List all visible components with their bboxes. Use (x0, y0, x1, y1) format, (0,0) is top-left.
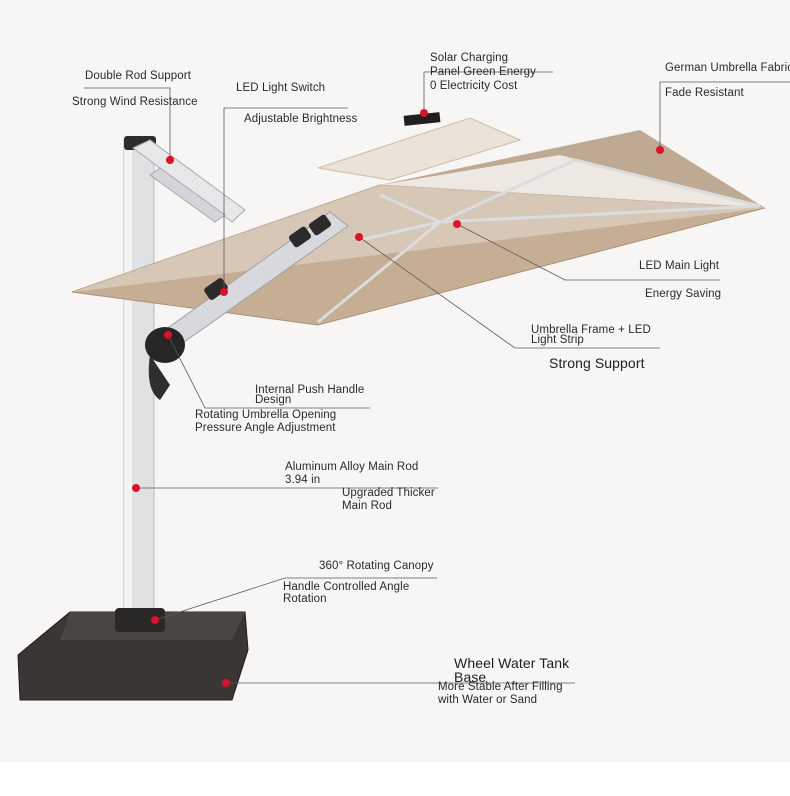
main-pole (123, 136, 156, 621)
callout-push-handle-line2: Design (255, 394, 292, 406)
callout-rotating-line2: Rotation (283, 593, 327, 605)
callout-push-handle-line4: Pressure Angle Adjustment (195, 422, 336, 434)
marker-led-main (453, 220, 461, 228)
callout-fabric-desc: Fade Resistant (665, 87, 744, 99)
callout-main-rod-line4: Main Rod (342, 500, 393, 512)
canopy-frame (317, 158, 761, 324)
callout-double-rod-title: Double Rod Support (85, 70, 192, 82)
callout-rotating-line1: Handle Controlled Angle (283, 581, 410, 593)
callout-main-rod-line1: Aluminum Alloy Main Rod (285, 461, 419, 473)
callout-solar-line1: Solar Charging (430, 52, 509, 64)
led-switch-box (204, 278, 228, 300)
marker-fabric (656, 146, 664, 154)
water-tank-base (17, 608, 249, 701)
callout-main-rod-line3: Upgraded Thicker (342, 487, 435, 499)
callout-led-main-title: LED Main Light (639, 260, 720, 272)
marker-frame-strip (355, 233, 363, 241)
marker-push-handle (164, 331, 172, 339)
marker-double-rod (166, 156, 174, 164)
callout-led-switch-title: LED Light Switch (236, 82, 326, 94)
callout-frame-strip-desc: Strong Support (549, 355, 645, 371)
marker-led-switch (220, 288, 228, 296)
callout-base-line4: with Water or Sand (438, 694, 538, 706)
callout-led-main-desc: Energy Saving (645, 288, 722, 300)
callout-push-handle-line3: Rotating Umbrella Opening (195, 409, 337, 421)
double-rod-support (132, 139, 246, 223)
marker-rotating (151, 616, 159, 624)
push-handle (145, 327, 185, 363)
callout-fabric-title: German Umbrella Fabric (665, 62, 790, 74)
callout-markers (132, 109, 664, 687)
crank-arm (145, 211, 349, 400)
bottom-margin (0, 762, 790, 796)
callout-rotating-title: 360° Rotating Canopy (319, 560, 434, 572)
callout-frame-strip-line2: Light Strip (531, 334, 584, 346)
leader-lines (84, 71, 790, 684)
solar-panel (403, 112, 441, 126)
callout-base-line3: More Stable After Filling (438, 681, 563, 693)
callout-solar-line2: Panel Green Energy (430, 66, 537, 78)
callout-base-line1: Wheel Water Tank (454, 655, 570, 671)
callout-frame-strip-line1: Umbrella Frame + LED (531, 324, 651, 336)
callout-main-rod-line2: 3.94 in (285, 474, 321, 486)
callout-base-line2: Base (454, 669, 487, 685)
callout-double-rod-desc: Strong Wind Resistance (72, 96, 198, 108)
callout-solar-line3: 0 Electricity Cost (430, 80, 518, 92)
marker-main-rod (132, 484, 140, 492)
callout-led-switch-desc: Adjustable Brightness (244, 113, 358, 125)
marker-solar (420, 109, 428, 117)
upper-canopy (317, 112, 522, 181)
callout-push-handle-line1: Internal Push Handle (255, 384, 365, 396)
marker-base (222, 679, 230, 687)
